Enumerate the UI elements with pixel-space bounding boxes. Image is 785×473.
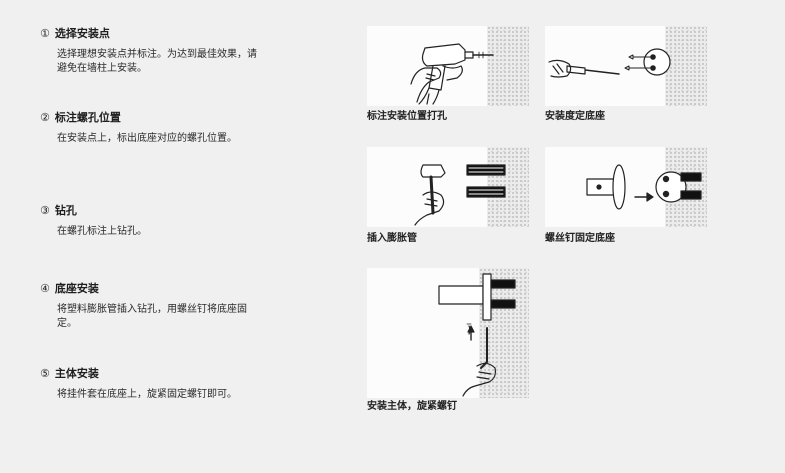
caption-base: 螺丝钉固定底座 bbox=[545, 233, 615, 244]
wall-texture bbox=[665, 26, 707, 106]
step-description: 选择理想安装点并标注。为达到最佳效果，请避免在墙柱上安装。 bbox=[57, 49, 257, 74]
hammer-icon bbox=[414, 164, 506, 226]
step-description: 将挂件套在底座上，旋紧固定螺钉即可。 bbox=[57, 389, 237, 400]
hex-key-icon bbox=[438, 273, 516, 397]
caption-screwdriver: 安装度定底座 bbox=[545, 111, 605, 122]
illustration-hammer-panel bbox=[367, 147, 529, 227]
illustration-screwdriver-panel bbox=[545, 26, 707, 106]
step-description: 在安装点上，标出底座对应的螺孔位置。 bbox=[57, 133, 237, 144]
illustration-drill-panel bbox=[367, 26, 529, 106]
screwdriver-icon bbox=[548, 48, 671, 78]
caption-drill: 标注安装位置打孔 bbox=[367, 111, 447, 122]
base-plate-icon bbox=[586, 164, 702, 210]
step-description: 将塑料膨胀管插入钻孔，用螺丝钉将底座固定。 bbox=[57, 304, 247, 329]
caption-hammer: 插入膨胀管 bbox=[367, 233, 417, 244]
caption-hexkey: 安装主体，旋紧螺钉 bbox=[367, 401, 457, 412]
illustration-base-panel bbox=[545, 147, 707, 227]
wall-texture bbox=[487, 26, 529, 106]
drill-icon bbox=[410, 43, 494, 105]
illustration-hexkey-panel bbox=[367, 268, 529, 398]
step-description: 在螺孔标注上钻孔。 bbox=[57, 226, 147, 237]
